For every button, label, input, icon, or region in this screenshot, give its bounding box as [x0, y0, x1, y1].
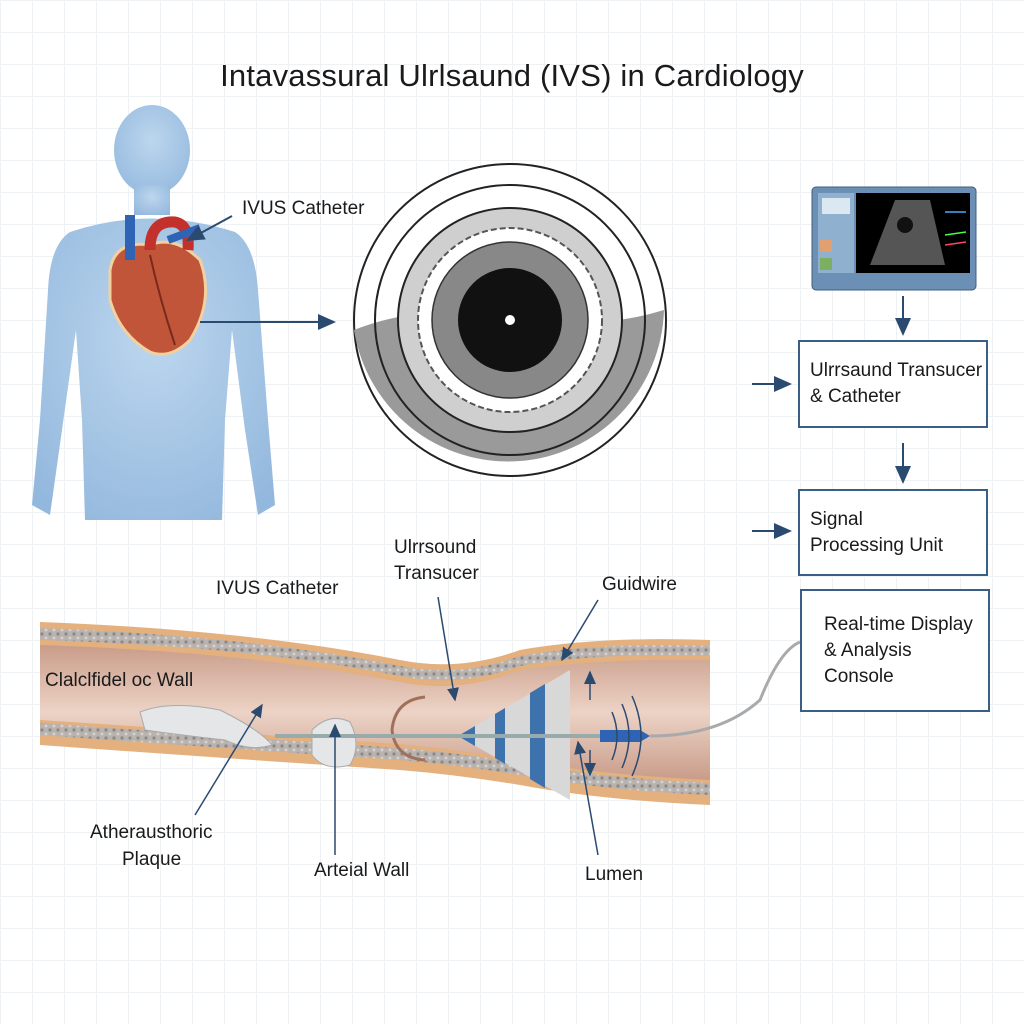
label-ultrasound-transducer-2: Transucer	[394, 563, 479, 584]
label-ultrasound-transducer-1: Ulrrsound	[394, 537, 477, 558]
label-ivus-catheter-top: IVUS Catheter	[242, 198, 365, 219]
lumen-pointer	[574, 740, 599, 856]
box-line: Signal	[810, 508, 863, 530]
label-lumen: Lumen	[585, 864, 644, 885]
box-display-console: Real-time Display & Analysis Console	[800, 589, 990, 712]
box-line: Processing Unit	[810, 534, 944, 556]
label-plaque-1: Atherausthoric	[90, 822, 213, 843]
box-line: & Catheter	[810, 386, 901, 407]
box-line: Console	[824, 665, 894, 687]
page-title: Intavassural Ulrlsaund (IVS) in Cardiolo…	[220, 58, 804, 93]
box-line: Ulrrsaund Transucer	[810, 360, 983, 381]
ivus-monitor	[811, 186, 977, 291]
box-ultrasound-transducer: Ulrrsaund Transucer & Catheter	[798, 340, 988, 428]
box-signal-processing: Signal Processing Unit	[798, 489, 988, 576]
heart-illustration	[108, 215, 208, 356]
label-plaque-2: Plaque	[122, 849, 182, 870]
box-line: & Analysis	[824, 639, 912, 661]
plaque-pointer	[194, 703, 263, 816]
transducer-pointer	[437, 596, 459, 702]
ivus-cross-section	[353, 163, 667, 477]
box-line: Real-time Display	[824, 613, 973, 635]
artery-vessel	[40, 622, 801, 805]
human-body-silhouette	[32, 105, 275, 520]
label-ivus-catheter-vessel: IVUS Catheter	[216, 578, 339, 599]
label-calcified-wall: Clalclfidel oc Wall	[45, 670, 194, 691]
label-guidewire: Guidwire	[602, 574, 677, 595]
catheter-pointer-arrow	[186, 215, 233, 241]
guidewire-pointer	[561, 599, 599, 662]
label-arterial-wall: Arteial Wall	[314, 860, 410, 881]
